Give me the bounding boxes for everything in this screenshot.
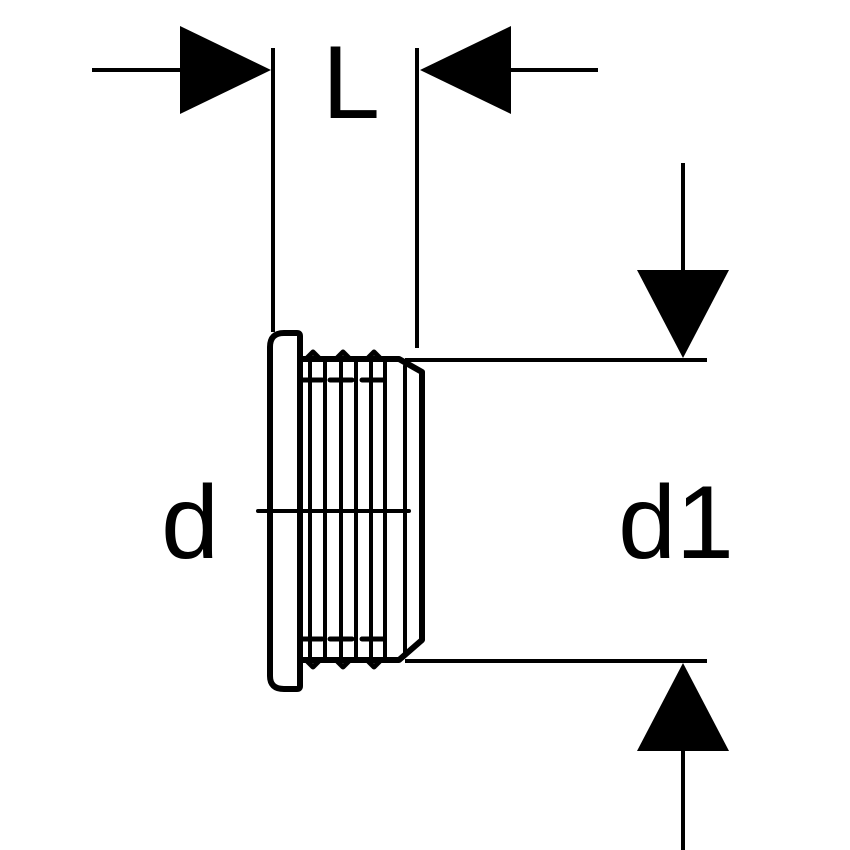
seal-ribs-bottom — [297, 636, 387, 670]
label-d1: d1 — [618, 465, 734, 581]
label-d: d — [161, 465, 219, 581]
dimension-d1: d1 — [405, 163, 734, 850]
arrowhead-down-pointing — [637, 270, 729, 358]
flange-outline — [267, 330, 303, 692]
seal-ribs-top — [297, 349, 387, 383]
arrowhead-left-pointing — [420, 26, 511, 114]
dimension-L: L — [92, 25, 598, 348]
fitting-profile — [256, 330, 425, 692]
arrowhead-up-pointing — [637, 663, 729, 751]
body-outline — [297, 356, 425, 663]
label-L: L — [322, 25, 380, 141]
arrowhead-right-pointing — [180, 26, 271, 114]
